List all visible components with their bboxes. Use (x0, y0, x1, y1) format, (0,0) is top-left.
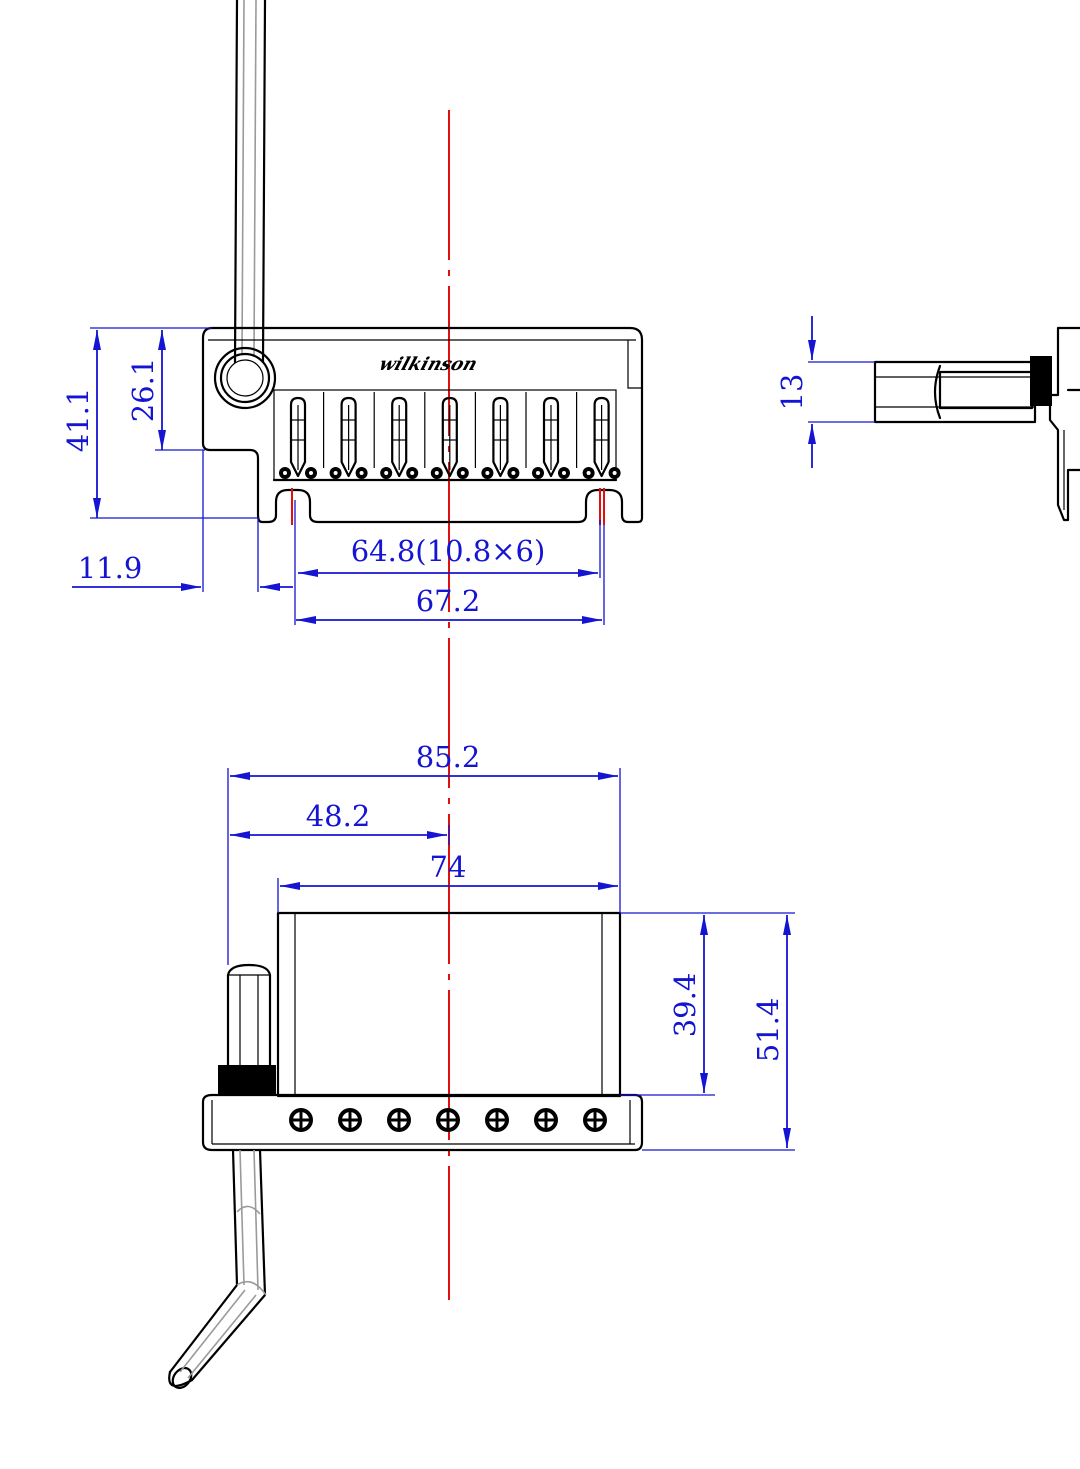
screw-icon (534, 1108, 558, 1132)
screw-icon (583, 1108, 607, 1132)
saddle-icon (323, 392, 368, 479)
screw-icon (485, 1108, 509, 1132)
dim-height-body: 26.1 (126, 358, 160, 423)
saddle-icon (373, 392, 419, 479)
front-dimensions: 41.1 26.1 11.9 64.8(10.8×6) 67.2 (61, 327, 605, 625)
top-view (168, 911, 644, 1390)
dim-string-spacing: 64.8(10.8×6) (351, 534, 546, 568)
saddles (279, 392, 621, 479)
dim-side-height: 13 (775, 374, 809, 411)
brand-logo: wilkinson (376, 354, 479, 374)
screw-icon (387, 1108, 411, 1132)
top-dimensions: 85.2 48.2 74 39.4 51.4 (227, 740, 795, 1151)
screw-icon (338, 1108, 362, 1132)
screw-icon (289, 1108, 313, 1132)
saddle-icon (575, 392, 621, 479)
saddle-icon (279, 396, 317, 479)
arm-icon (233, 0, 267, 364)
saddle-icon (525, 392, 570, 479)
dim-arm-to-center: 48.2 (306, 799, 371, 833)
side-dimensions: 13 (775, 316, 875, 468)
dim-block-width: 74 (430, 850, 467, 884)
dim-plate-depth: 51.4 (751, 998, 785, 1063)
dim-post-spacing: 67.2 (416, 584, 481, 618)
front-view: wilkinson (201, 0, 644, 525)
screw-row (289, 1108, 607, 1132)
dim-overall-length: 85.2 (416, 740, 481, 774)
dim-arm-offset: 11.9 (78, 551, 143, 585)
dim-block-depth: 39.4 (668, 973, 702, 1038)
arm-icon (168, 1148, 267, 1390)
saddle-icon (424, 392, 469, 479)
side-view (873, 326, 1080, 522)
dim-height-total: 41.1 (61, 388, 95, 453)
saddle-icon (474, 392, 520, 479)
screw-icon (436, 1108, 460, 1132)
